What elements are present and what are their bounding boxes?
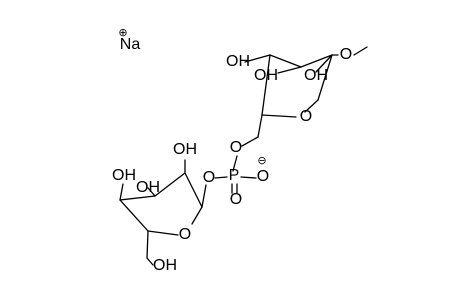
bond-p-o-lower <box>214 176 228 179</box>
lower-ring-oxygen-label: O <box>179 226 191 243</box>
bond-lower-ring-1 <box>191 206 203 225</box>
bond-upper-ring-5 <box>261 114 297 118</box>
bond-lower-ch2-oh <box>146 257 154 266</box>
bond-lower-ring-5 <box>154 172 186 197</box>
lower-c4-hydroxyl-label: OH <box>112 167 136 184</box>
lower-c2-hydroxyl-label: OH <box>173 141 197 158</box>
bond-upper-ring-1 <box>269 54 302 68</box>
bond-o-p-upper <box>232 155 238 172</box>
upper-methoxy-oxygen-label: O <box>340 46 352 63</box>
bond-upper-c4-oh <box>244 54 271 63</box>
bond-p-o-minus <box>240 176 257 179</box>
sodium-label: Na <box>120 36 141 53</box>
bond-upper-c3-oh <box>277 66 302 74</box>
phosphate-anion-charge-symbol: ⊖ <box>257 154 266 167</box>
bond-ch2-o <box>241 136 259 147</box>
bond-upper-ring-4 <box>304 99 319 113</box>
bond-lower-ring-2 <box>147 230 179 236</box>
phosphate-ester-oxygen-lower-label: O <box>203 169 215 186</box>
bond-upper-c2-oh <box>315 54 333 73</box>
sodium-charge-symbol: ⊕ <box>118 26 127 39</box>
bond-skeleton <box>119 46 368 266</box>
bond-lower-ring-6 <box>184 172 203 208</box>
bond-lower-anomeric-o <box>201 184 207 208</box>
bond-upper-ring-6 <box>261 54 271 116</box>
phosphate-anion-oxygen-label: O <box>257 168 269 185</box>
upper-ring-oxygen-label: O <box>300 108 312 125</box>
phosphate-ester-oxygen-upper-label: O <box>230 139 242 156</box>
bond-lower-c3-oh <box>147 187 156 197</box>
bond-lower-ring-4 <box>119 195 156 201</box>
bond-upper-ring-2 <box>300 54 333 68</box>
bond-upper-c5-ch2 <box>257 114 263 138</box>
lower-c6-hydroxyl-label: OH <box>153 257 177 274</box>
upper-c2-hydroxyl-label: OH <box>304 67 328 84</box>
upper-c4-hydroxyl-label: OH <box>226 53 250 70</box>
bond-upper-ring-3 <box>317 54 333 101</box>
phosphate-double-bond-oxygen-label: O <box>230 191 242 208</box>
lower-c3-hydroxyl-label: OH <box>136 179 160 196</box>
bond-lower-c5-ch2 <box>146 230 149 259</box>
phosphorus-label: P <box>229 167 240 184</box>
bond-lower-ring-3 <box>119 199 149 232</box>
bond-lower-c4-oh <box>119 183 124 201</box>
upper-c3-hydroxyl-label: OH <box>254 67 278 84</box>
bond-methoxy <box>353 46 368 56</box>
